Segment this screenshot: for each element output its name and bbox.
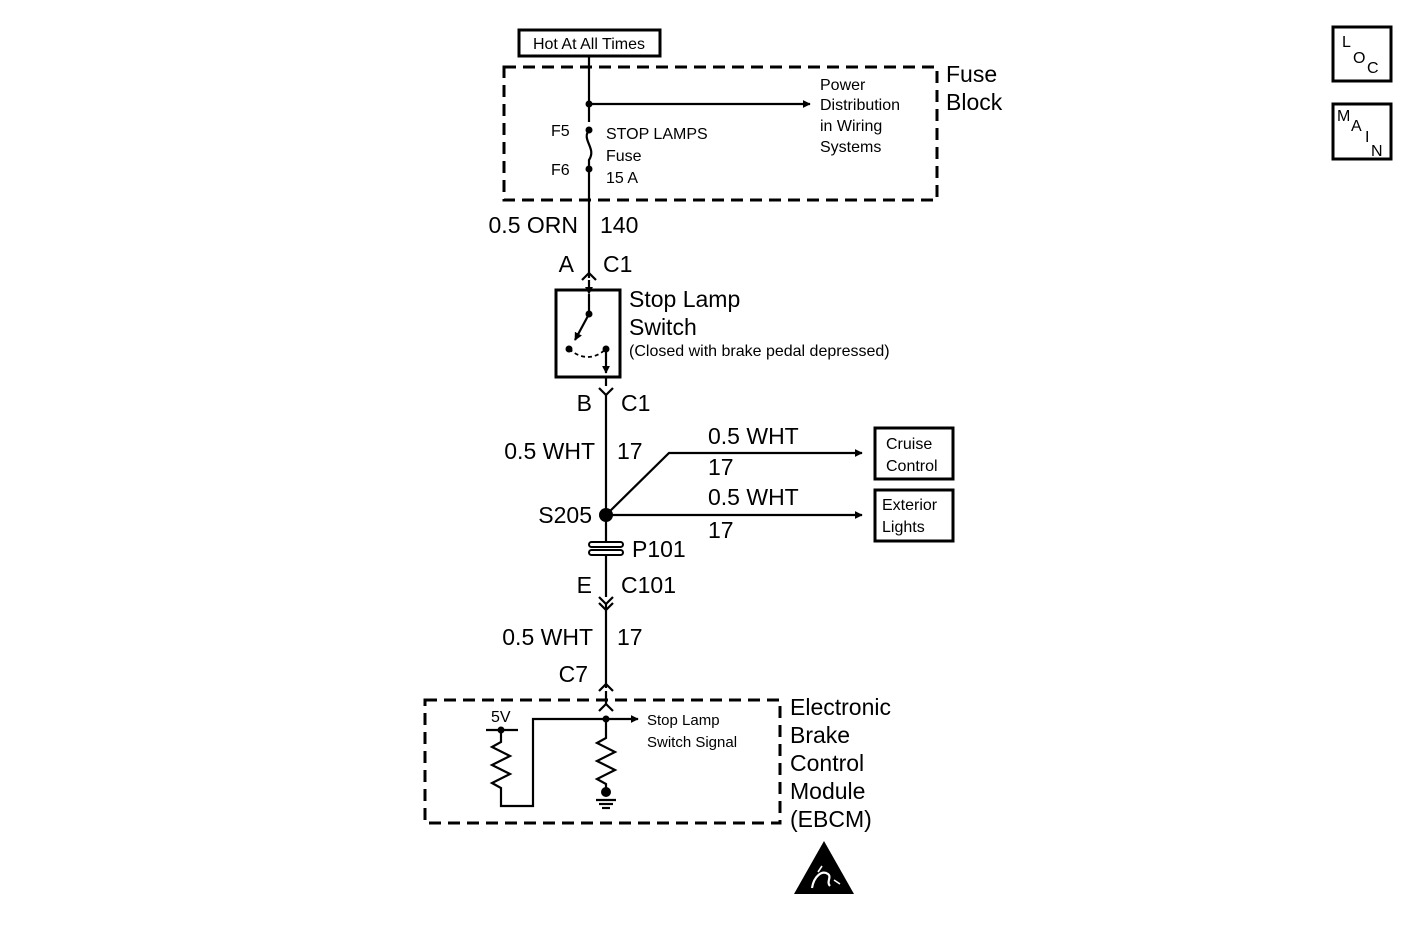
ebcm-module: Stop Lamp Switch Signal 5V — [423, 691, 782, 825]
power-dist-line-3: in Wiring — [820, 118, 882, 135]
c101-conn: C101 — [621, 572, 676, 598]
loc-letter-l: L — [1342, 34, 1351, 51]
switch-note: (Closed with brake pedal depressed) — [629, 343, 890, 360]
power-dist-line-2: Distribution — [820, 97, 900, 114]
exterior-line-1: Exterior — [882, 497, 938, 514]
wire-wht-lower-gauge: 0.5 WHT — [502, 624, 593, 650]
c101-pin: E — [577, 572, 592, 598]
fuse-pin-in: F5 — [551, 123, 570, 140]
cruise-control-box: Cruise Control — [873, 426, 955, 481]
power-dist-line-1: Power — [820, 77, 866, 94]
loc-letter-c: C — [1367, 60, 1379, 77]
switch-blade — [574, 313, 590, 341]
power-source-text: Hot At All Times — [533, 36, 645, 53]
cruise-line-1: Cruise — [886, 436, 932, 453]
signal-line-2: Switch Signal — [647, 734, 737, 751]
loc-letter-o: O — [1353, 50, 1365, 67]
branch-cruise-circuit: 17 — [708, 454, 734, 480]
main-letter-i: I — [1365, 129, 1369, 146]
fuse-name-line-3: 15 A — [606, 170, 638, 187]
wire-orn-circuit: 140 — [600, 212, 638, 238]
connector-b-c1-icon — [598, 387, 614, 397]
connector-c7-icon — [598, 682, 614, 692]
power-dist-line-4: Systems — [820, 139, 881, 156]
ebcm-name-1: Electronic — [790, 694, 891, 720]
main-letter-n: N — [1371, 143, 1383, 160]
esd-warning-icon — [794, 841, 854, 894]
exterior-line-2: Lights — [882, 519, 925, 536]
connector-c101-icon-1 — [598, 596, 614, 606]
switch-travel-arc — [568, 348, 607, 358]
fuse-block-label-2: Block — [946, 89, 1003, 115]
stop-lamp-switch — [554, 280, 622, 386]
ebcm-conn: C7 — [559, 661, 588, 687]
wire-wht-lower-circuit: 17 — [617, 624, 643, 650]
switch-name-line-2: Switch — [629, 314, 697, 340]
ebcm-voltage: 5V — [491, 709, 511, 726]
splice-label: S205 — [538, 502, 592, 528]
switch-name-line-1: Stop Lamp — [629, 286, 740, 312]
branch-cruise-gauge: 0.5 WHT — [708, 423, 799, 449]
main-letter-m: M — [1337, 108, 1350, 125]
ebcm-name-5: (EBCM) — [790, 806, 872, 832]
cruise-line-2: Control — [886, 458, 938, 475]
passthrough-label: P101 — [632, 536, 686, 562]
branch-exterior-circuit: 17 — [708, 517, 734, 543]
passthrough-p101-icon — [588, 541, 624, 556]
wire-wht-main-gauge: 0.5 WHT — [504, 438, 595, 464]
pull-down-resistor-icon — [594, 719, 618, 790]
ebcm-name-3: Control — [790, 750, 864, 776]
main-button[interactable]: M A I N — [1331, 102, 1393, 161]
main-letter-a: A — [1351, 118, 1362, 135]
power-source-label: Hot At All Times — [517, 28, 662, 58]
fuse-name-line-1: STOP LAMPS — [606, 126, 708, 143]
wire-orn-gauge: 0.5 ORN — [489, 212, 578, 238]
ebcm-name-4: Module — [790, 778, 865, 804]
exterior-lights-box: Exterior Lights — [873, 488, 955, 543]
pull-up-resistor-icon — [489, 717, 606, 808]
branch-cruise-wire — [605, 449, 863, 516]
fuse-block-label-1: Fuse — [946, 61, 997, 87]
fuse-icon — [585, 129, 593, 168]
wire-wht-main-circuit: 17 — [617, 438, 643, 464]
switch-top-pin: A — [559, 251, 575, 277]
fuse-name-line-2: Fuse — [606, 148, 642, 165]
ground-icon — [596, 798, 616, 810]
fuse-pin-out: F6 — [551, 162, 570, 179]
loc-button[interactable]: L O C — [1331, 25, 1393, 83]
branch-exterior-gauge: 0.5 WHT — [708, 484, 799, 510]
ebcm-name-2: Brake — [790, 722, 850, 748]
connector-a-c1-icon — [581, 271, 597, 281]
switch-bottom-pin: B — [577, 390, 592, 416]
switch-bottom-conn: C1 — [621, 390, 650, 416]
switch-top-conn: C1 — [603, 251, 632, 277]
fuse-block: Fuse Block Power Distribution in Wiring … — [502, 56, 1003, 202]
signal-line-1: Stop Lamp — [647, 712, 720, 729]
